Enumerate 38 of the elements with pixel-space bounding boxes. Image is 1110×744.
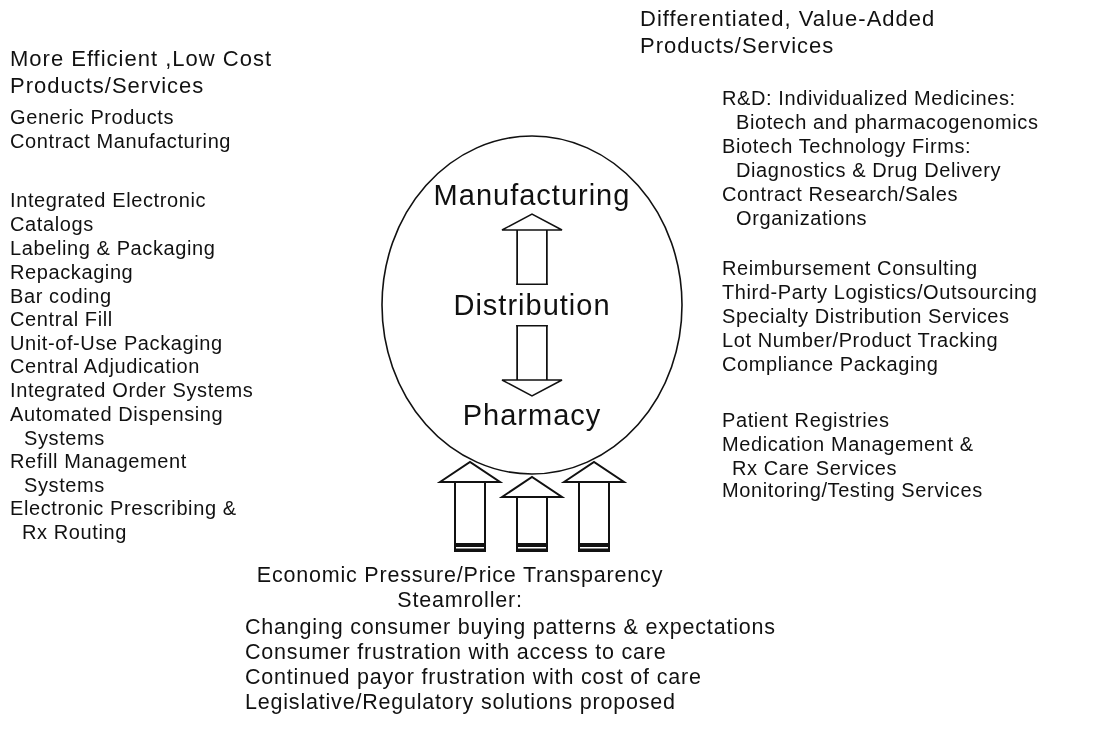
list-item: Contract Manufacturing bbox=[10, 129, 233, 153]
list-item: Central Fill bbox=[10, 307, 114, 331]
list-item: Lot Number/Product Tracking bbox=[722, 328, 1000, 352]
list-item: Electronic Prescribing & Rx Routing bbox=[10, 496, 238, 544]
block-arrow bbox=[439, 461, 501, 552]
list-item: Labeling & Packaging bbox=[10, 236, 217, 260]
list-item: Biotech Technology Firms: Diagnostics & Drug Delivery bbox=[722, 134, 1003, 182]
list-item: Medication Management & Rx Care Services bbox=[722, 432, 975, 480]
list-item: Refill Management Systems bbox=[10, 449, 188, 497]
list-item: Changing consumer buying patterns & expectations bbox=[245, 615, 776, 640]
block-heading: Economic Pressure/Price Transparency Steamroller: bbox=[255, 563, 665, 613]
list-item: Contract Research/Sales Organizations bbox=[722, 182, 960, 230]
column-heading: Differentiated, Value-Added Products/Services bbox=[640, 5, 937, 59]
column-heading: More Efficient ,Low Cost Products/Services bbox=[10, 45, 274, 99]
list-item: Specialty Distribution Services bbox=[722, 304, 1011, 328]
block-arrow bbox=[501, 476, 563, 552]
list-item: Reimbursement Consulting bbox=[722, 256, 979, 280]
list-item: Continued payor frustration with cost of care bbox=[245, 665, 702, 690]
stage-label: Distribution bbox=[453, 288, 611, 322]
list-item: Third-Party Logistics/Outsourcing bbox=[722, 280, 1039, 304]
list-item: Legislative/Regulatory solutions proposed bbox=[245, 690, 676, 715]
list-item: Consumer frustration with access to care bbox=[245, 640, 667, 665]
list-item: Repackaging bbox=[10, 260, 135, 284]
ellipse-shape bbox=[381, 135, 683, 475]
list-item: Unit-of-Use Packaging bbox=[10, 331, 224, 355]
list-item: Integrated Electronic Catalogs bbox=[10, 188, 208, 236]
block-arrow bbox=[563, 461, 625, 552]
stage-label: Pharmacy bbox=[462, 398, 602, 432]
list-item: Monitoring/Testing Services bbox=[722, 478, 984, 502]
list-item: Integrated Order Systems bbox=[10, 378, 255, 402]
list-item: Patient Registries bbox=[722, 408, 891, 432]
list-item: R&D: Individualized Medicines: Biotech and pharmacogenomics bbox=[722, 86, 1040, 134]
list-item: Generic Products bbox=[10, 105, 176, 129]
stage-label: Manufacturing bbox=[433, 178, 631, 212]
list-item: Automated Dispensing Systems bbox=[10, 402, 225, 450]
list-item: Compliance Packaging bbox=[722, 352, 940, 376]
list-item: Bar coding bbox=[10, 284, 113, 308]
list-item: Central Adjudication bbox=[10, 354, 201, 378]
